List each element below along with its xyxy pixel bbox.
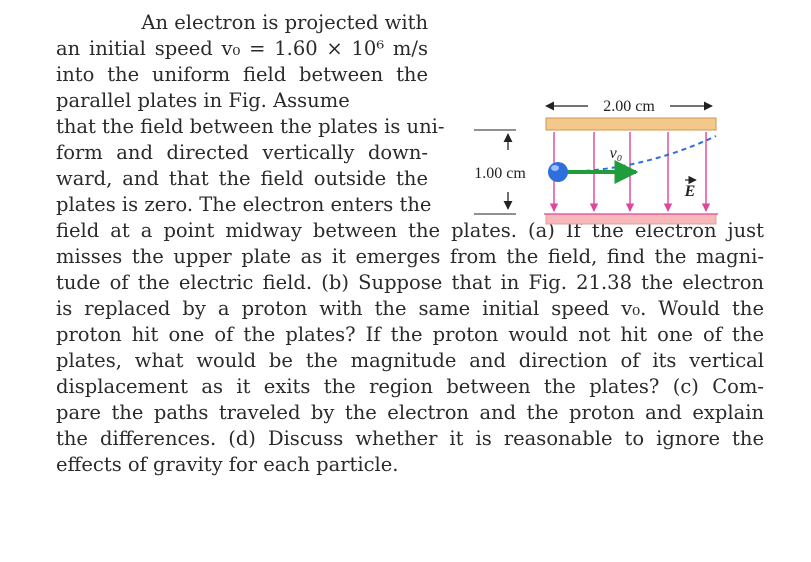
text-line: the differences. (d) Discuss whether it …	[56, 427, 764, 450]
electron-trajectory	[557, 135, 717, 173]
text-line: that the field between the plates is uni…	[56, 115, 445, 138]
top-plate	[545, 117, 717, 131]
text-line: displacement as it exits the region betw…	[56, 375, 764, 398]
text-line: field at a point midway between the plat…	[56, 219, 764, 242]
height-label: 1.00 cm	[474, 165, 526, 182]
bottom-plate	[545, 213, 717, 225]
text-line: plates is zero. The electron enters the	[56, 193, 432, 216]
width-label: 2.00 cm	[603, 98, 655, 115]
text-line: pare the paths traveled by the electron …	[56, 401, 764, 424]
text-line: misses the upper plate as it emerges fro…	[56, 245, 764, 268]
electron	[548, 162, 568, 182]
text-line: tude of the electric field. (b) Suppose …	[56, 271, 764, 294]
velocity-label: v₀	[610, 145, 623, 162]
text-line: ward, and that the field outside the	[56, 167, 428, 190]
text-line: is replaced by a proton with the same in…	[56, 297, 764, 320]
text-line: an initial speed v₀ = 1.60 × 10⁶ m/s	[56, 37, 428, 60]
text-line: parallel plates in Fig. Assume	[56, 89, 350, 112]
text-line: An electron is projected with	[141, 11, 428, 34]
text-line: proton hit one of the plates? If the pro…	[56, 323, 764, 346]
electron-highlight	[551, 165, 559, 171]
figure-svg: 2.00 cm 1.00 cm v₀ E	[474, 98, 718, 225]
text-line: effects of gravity for each particle.	[56, 453, 399, 476]
field-label: E	[684, 183, 696, 200]
text-line: into the uniform field between the	[56, 63, 428, 86]
text-line: plates, what would be the magnitude and …	[56, 349, 764, 372]
parallel-plates-figure: 2.00 cm 1.00 cm v₀ E	[440, 92, 730, 242]
text-line: form and directed vertically down-	[56, 141, 428, 164]
